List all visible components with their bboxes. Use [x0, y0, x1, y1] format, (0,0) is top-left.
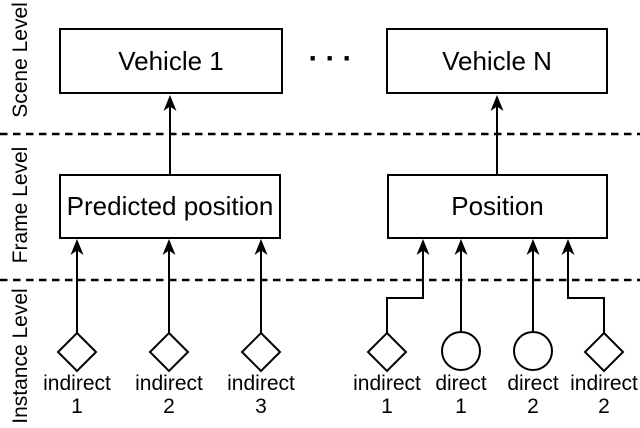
instance-label-indirect-3-left: indirect 3 [213, 372, 309, 418]
instance-label-text: indirect [570, 372, 638, 395]
instance-label-indirect-1-left: indirect 1 [29, 372, 125, 418]
position-label: Position [451, 191, 544, 221]
direct1-arrowhead-icon [454, 239, 468, 255]
indirect3-left-arrowhead-icon [254, 239, 268, 255]
indirect1-right-connector-line [386, 248, 424, 333]
predicted-to-vehicle1-arrowhead-icon [163, 95, 177, 111]
diamond-icon-indirect-2-right [583, 331, 625, 373]
vehicle-1-label: Vehicle 1 [118, 45, 224, 76]
circle-icon-direct-1 [441, 331, 481, 371]
instance-label-text: direct [435, 372, 487, 395]
indirect2-left-arrowhead-icon [162, 239, 176, 255]
instance-label-number: 1 [71, 395, 83, 418]
instance-label-number: 2 [527, 395, 539, 418]
indirect2-right-connector-line [567, 248, 605, 333]
diamond-icon-indirect-1-right [366, 331, 408, 373]
instance-label-text: indirect [353, 372, 421, 395]
diamond-icon-indirect-1-left [56, 331, 98, 373]
instance-label-number: 1 [381, 395, 393, 418]
indirect1-left-arrowhead-icon [70, 239, 84, 255]
indirect2-right-arrowhead-icon [561, 239, 575, 255]
indirect1-right-arrowhead-icon [416, 239, 430, 255]
instance-label-text: direct [507, 372, 559, 395]
vehicle-1-box [59, 28, 283, 94]
instance-label-text: indirect [227, 372, 295, 395]
circle-icon-direct-2 [513, 331, 553, 371]
position-box [387, 174, 608, 239]
instance-label-direct-1: direct 1 [413, 372, 509, 418]
instance-label-direct-2: direct 2 [485, 372, 581, 418]
instance-label-number: 1 [455, 395, 467, 418]
instance-label-indirect-2-right: indirect 2 [556, 372, 640, 418]
diamond-icon-indirect-3-left [240, 331, 282, 373]
instance-label-number: 2 [163, 395, 175, 418]
position-to-vehiclen-arrowhead-icon [490, 95, 504, 111]
vehicle-n-label: Vehicle N [442, 45, 552, 76]
predicted-position-label: Predicted position [66, 191, 274, 221]
instance-label-number: 3 [255, 395, 267, 418]
instance-label-text: indirect [135, 372, 203, 395]
frame-level-label: Frame Level [9, 146, 32, 264]
instance-label-indirect-2-left: indirect 2 [121, 372, 217, 418]
direct2-arrowhead-icon [526, 239, 540, 255]
ellipsis: ··· [308, 42, 360, 75]
instance-label-number: 2 [598, 395, 610, 418]
instance-label-indirect-1-right: indirect 1 [339, 372, 435, 418]
vehicle-n-box [386, 28, 608, 94]
diamond-icon-indirect-2-left [148, 331, 190, 373]
instance-label-text: indirect [43, 372, 111, 395]
